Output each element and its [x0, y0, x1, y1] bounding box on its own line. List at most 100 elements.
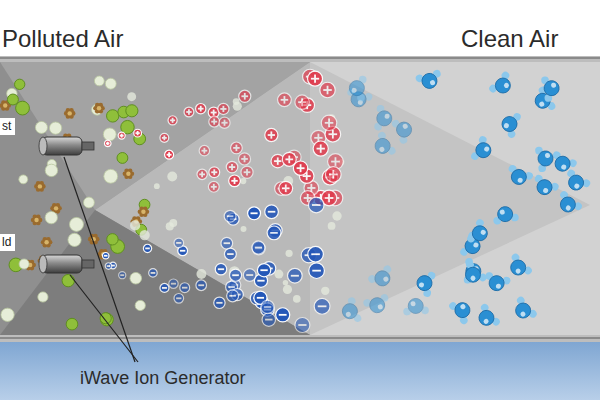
mold-spore [123, 168, 135, 179]
mold-spore [93, 103, 105, 114]
negative-ion [224, 248, 236, 260]
duct-frame [0, 56, 600, 342]
component-label: iWave Ion Generator [80, 369, 245, 389]
dust-particle [283, 285, 292, 294]
positive-ion [196, 104, 206, 114]
negative-ion [288, 268, 303, 283]
dust-particle [130, 220, 140, 230]
mold-spore [64, 108, 76, 119]
pollen-particle [117, 153, 128, 164]
duct-clean-wall [310, 62, 590, 335]
mold-spore [34, 181, 46, 192]
positive-ion [265, 128, 278, 141]
dust-particle [321, 287, 329, 295]
negative-ion [169, 279, 178, 288]
dust-particle [293, 295, 301, 303]
negative-ion [309, 263, 325, 279]
negative-ion [215, 263, 226, 274]
positive-ion [118, 132, 125, 139]
duct-floor [0, 210, 310, 335]
duct-clean-section [310, 62, 600, 335]
dust-particle [19, 259, 29, 269]
leader-line [64, 157, 135, 362]
water-molecule [369, 130, 397, 160]
pollen-particle [7, 94, 18, 105]
dust-particle [169, 219, 177, 227]
dust-particle [140, 230, 150, 240]
dust-particle [127, 92, 136, 101]
mold-spore [138, 206, 150, 217]
negative-ion [174, 238, 184, 248]
negative-ion [174, 293, 184, 303]
negative-ion [243, 269, 256, 282]
positive-ion [293, 161, 307, 175]
water-molecule [448, 295, 476, 325]
positive-ion [197, 169, 207, 179]
positive-ion [278, 93, 292, 107]
negative-ion [105, 263, 112, 270]
positive-ion [184, 107, 194, 117]
dust-particle [154, 183, 160, 189]
dust-particle [94, 76, 104, 86]
water-molecule [541, 74, 562, 102]
positive-ion [209, 116, 220, 127]
pollen-particle [66, 318, 78, 330]
positive-ion [104, 140, 111, 147]
mold-spore [31, 215, 43, 226]
water-molecule [553, 190, 583, 219]
negative-ion [230, 269, 242, 281]
dust-particle [103, 128, 116, 141]
negative-ion [308, 246, 324, 262]
positive-ion [229, 175, 241, 187]
duct-edge [0, 57, 600, 59]
water-molecule [535, 145, 556, 173]
top-ground [0, 0, 600, 56]
water-molecule [367, 264, 397, 291]
dust-particle [68, 233, 81, 246]
water-molecule [414, 269, 436, 298]
pollutant-label: st [0, 118, 15, 135]
positive-ion [199, 145, 209, 155]
negative-ion [196, 280, 207, 291]
dust-particle [285, 250, 292, 257]
pollen-particle [139, 199, 150, 210]
positive-ion [219, 117, 230, 128]
pollen-particle [100, 313, 111, 324]
water-molecule [466, 218, 493, 248]
positive-ion [231, 142, 243, 154]
water-molecule [509, 295, 538, 325]
negative-ion [265, 205, 279, 219]
negative-ion [214, 297, 225, 308]
positive-ion [160, 133, 169, 142]
dust-particle [332, 211, 341, 220]
dust-particle [1, 308, 14, 321]
duct-interior [0, 62, 600, 335]
positive-ion [320, 82, 335, 97]
positive-ion [238, 153, 250, 165]
water-molecule [504, 164, 534, 189]
ion-generator [39, 137, 94, 155]
negative-ion [180, 283, 190, 293]
negative-ion [252, 242, 265, 255]
leader-line [70, 275, 138, 362]
pollen-particle [107, 234, 118, 245]
water-molecule [459, 259, 489, 289]
negative-ion [267, 226, 281, 240]
dust-particle [70, 217, 84, 231]
negative-ion [314, 298, 330, 314]
section-heading: Polluted Air [2, 26, 123, 52]
pollutant-label: ld [0, 234, 15, 251]
dust-particle [135, 300, 145, 310]
dust-particle [328, 222, 336, 230]
water-molecule [488, 70, 517, 100]
dust-particle [49, 122, 61, 134]
positive-ion [325, 167, 341, 183]
negative-ion [308, 197, 324, 213]
pollen-particle [100, 313, 113, 326]
pollen-particle [16, 101, 30, 115]
negative-ion [257, 264, 270, 277]
positive-ion [168, 116, 177, 125]
water-molecule [362, 293, 391, 316]
